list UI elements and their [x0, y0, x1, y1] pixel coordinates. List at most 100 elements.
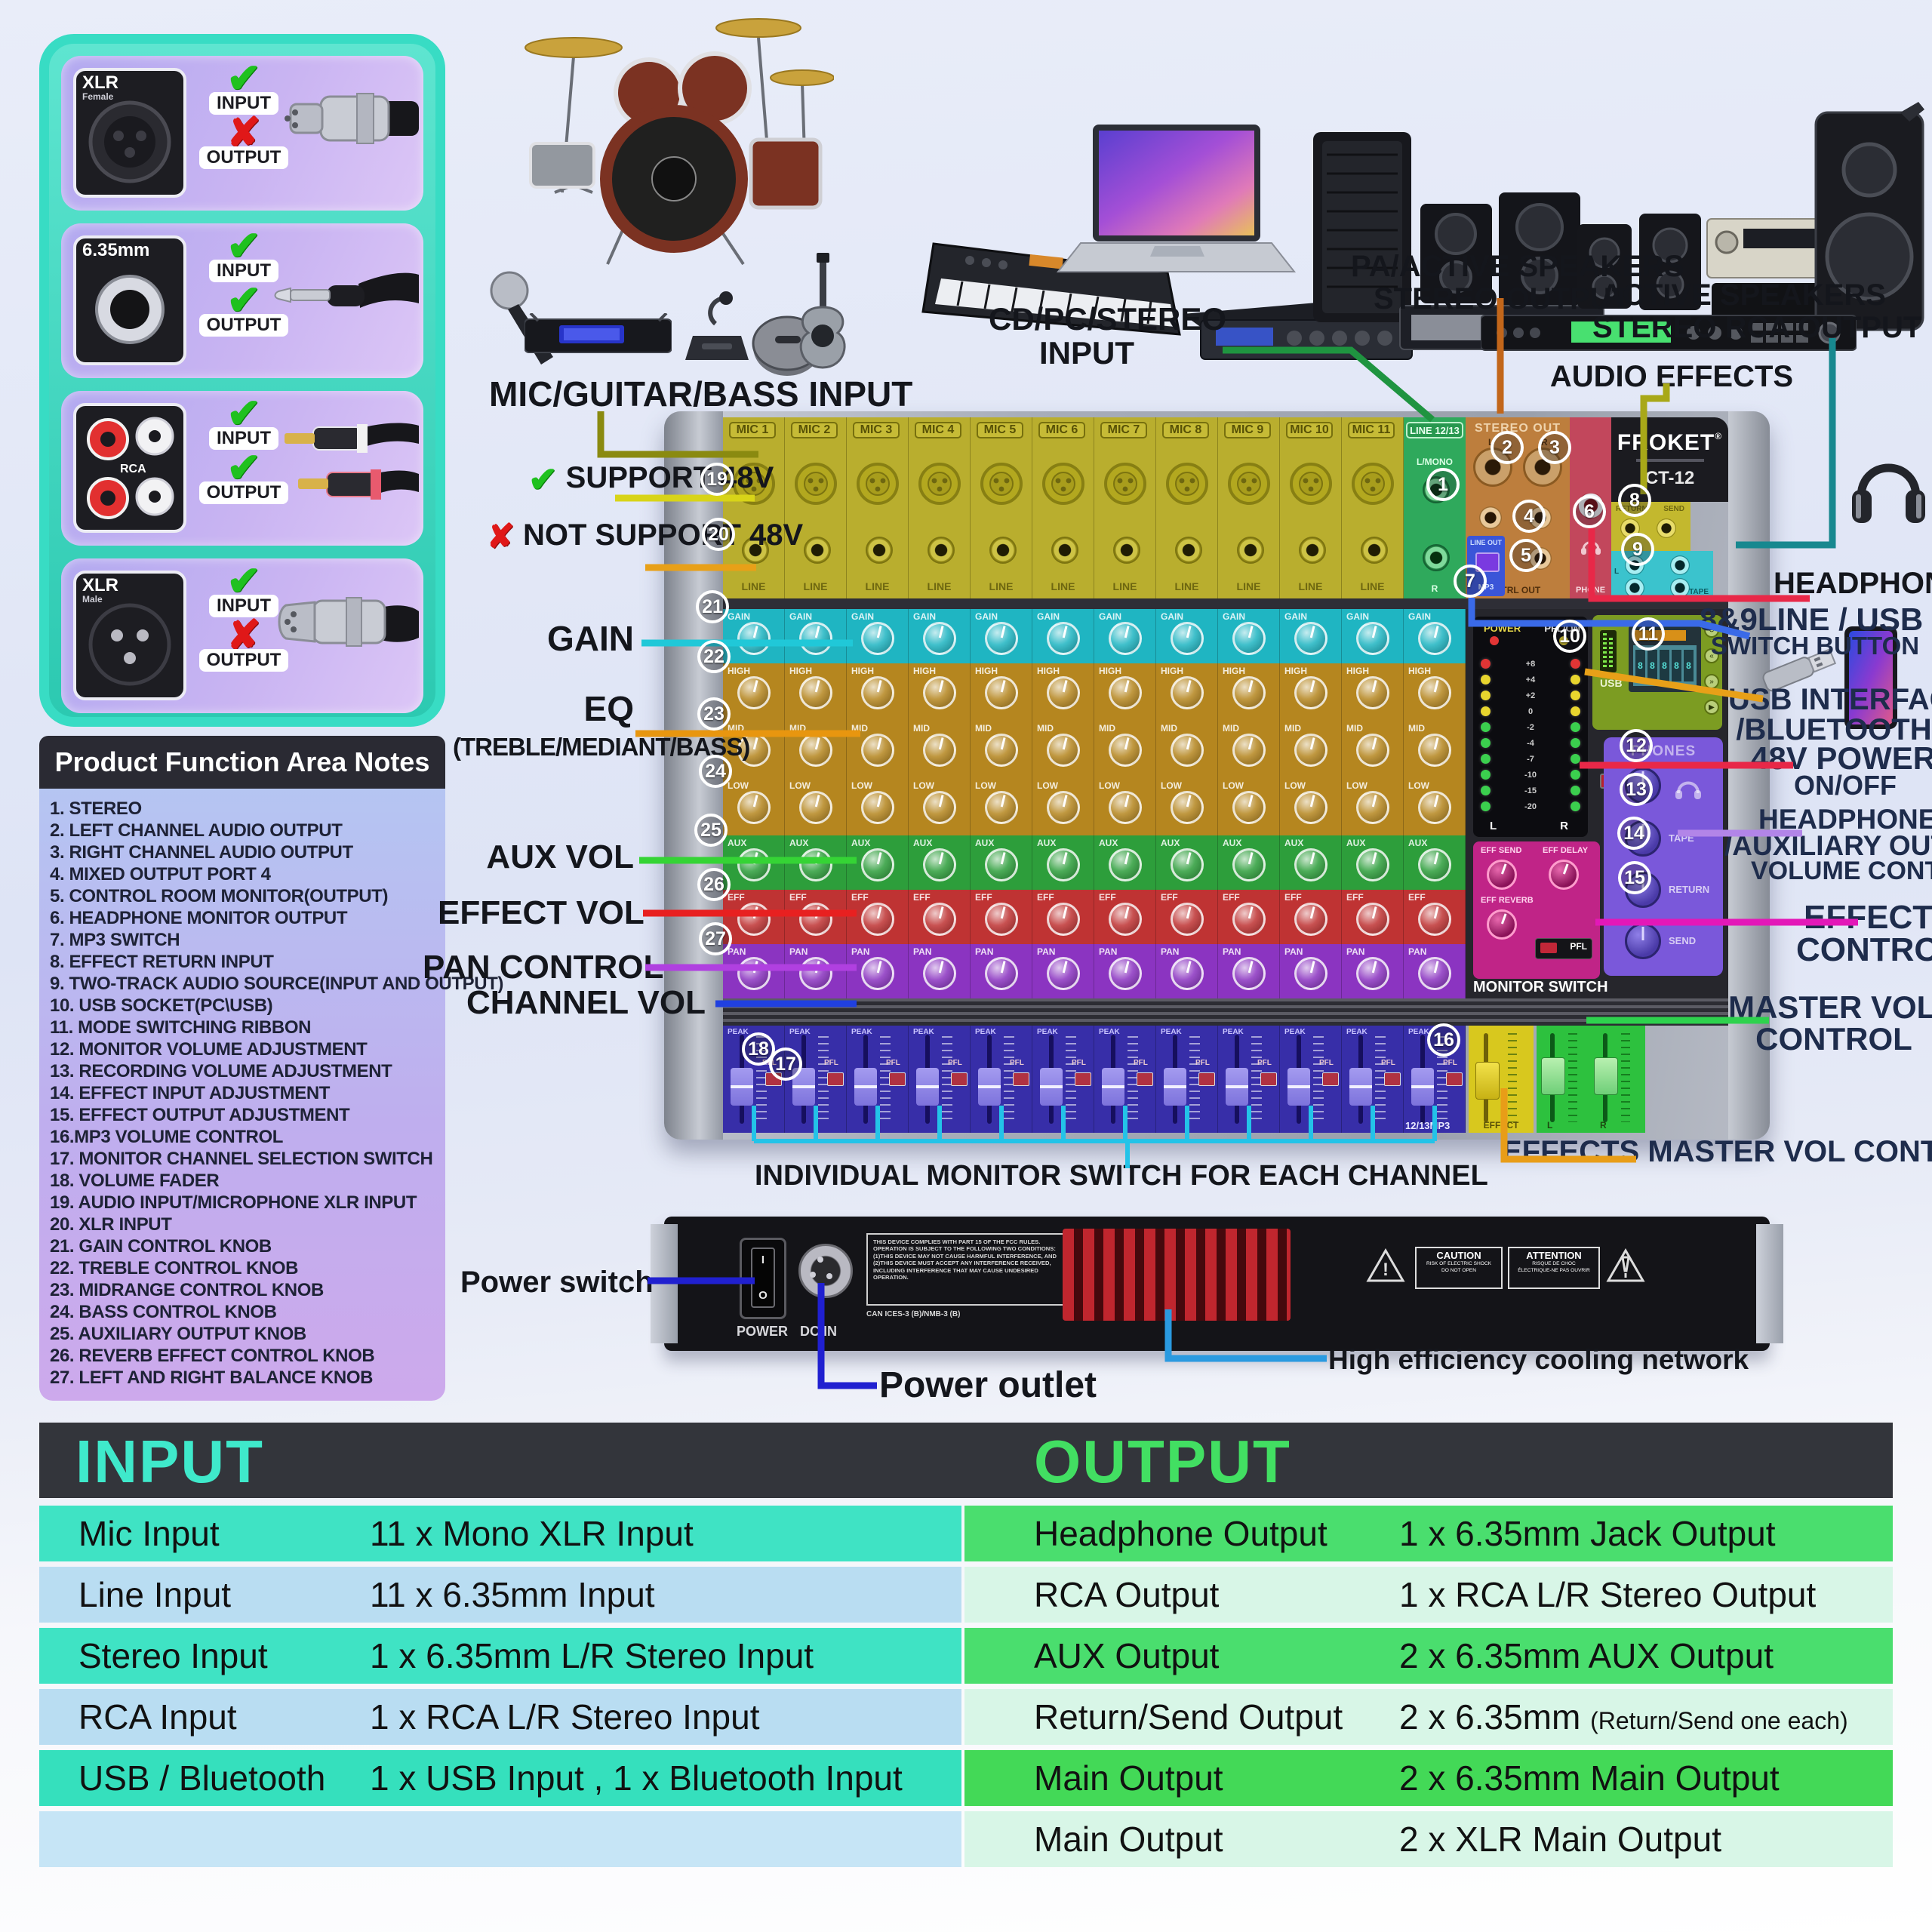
master-fader-l[interactable] [1541, 1057, 1565, 1095]
aux-knob[interactable] [861, 848, 894, 881]
eff-knob[interactable] [1232, 903, 1266, 936]
aux-knob[interactable] [1294, 848, 1327, 881]
eff-delay-knob[interactable] [1549, 860, 1579, 890]
gain-knob[interactable] [1109, 622, 1142, 655]
pfl-button[interactable] [1446, 1072, 1463, 1086]
channel-fader[interactable] [1040, 1068, 1063, 1106]
aux-knob[interactable] [1047, 848, 1080, 881]
aux-knob[interactable] [1232, 848, 1266, 881]
next-track-button[interactable]: » [1704, 674, 1719, 689]
gain-knob[interactable] [1047, 622, 1080, 655]
aux-knob[interactable] [1418, 848, 1451, 881]
eff-knob[interactable] [861, 903, 894, 936]
pan-knob[interactable] [1047, 957, 1080, 990]
mid-knob[interactable] [1232, 734, 1266, 767]
effect-fader[interactable] [1475, 1062, 1500, 1100]
gain-knob[interactable] [1232, 622, 1266, 655]
mid-knob[interactable] [1109, 734, 1142, 767]
mid-knob[interactable] [1047, 734, 1080, 767]
prev-track-button[interactable]: « [1704, 648, 1719, 663]
channel-fader[interactable] [1164, 1068, 1186, 1106]
channel-fader[interactable] [978, 1068, 1001, 1106]
channel-fader[interactable] [1349, 1068, 1372, 1106]
aux-knob[interactable] [985, 848, 1018, 881]
aux-knob[interactable] [923, 848, 956, 881]
high-knob[interactable] [861, 676, 894, 709]
channel-fader[interactable] [1411, 1068, 1434, 1106]
pfl-button[interactable] [1322, 1072, 1339, 1086]
eff-send-knob[interactable] [1487, 860, 1517, 890]
aux-knob[interactable] [1171, 848, 1204, 881]
low-knob[interactable] [1418, 791, 1451, 824]
mid-knob[interactable] [1418, 734, 1451, 767]
eff-knob[interactable] [1418, 903, 1451, 936]
low-knob[interactable] [985, 791, 1018, 824]
high-knob[interactable] [1109, 676, 1142, 709]
pan-knob[interactable] [799, 957, 832, 990]
pfl-button[interactable] [827, 1072, 844, 1086]
pfl-button[interactable] [1384, 1072, 1401, 1086]
eff-knob[interactable] [1109, 903, 1142, 936]
play-pause-button[interactable]: ▶ [1704, 700, 1719, 715]
mid-knob[interactable] [861, 734, 894, 767]
pan-knob[interactable] [1356, 957, 1389, 990]
aux-knob[interactable] [1356, 848, 1389, 881]
channel-fader[interactable] [1226, 1068, 1248, 1106]
aux-knob[interactable] [799, 848, 832, 881]
aux-knob[interactable] [737, 848, 771, 881]
aux-knob[interactable] [1109, 848, 1142, 881]
gain-knob[interactable] [1294, 622, 1327, 655]
low-knob[interactable] [861, 791, 894, 824]
pfl-button[interactable] [1198, 1072, 1215, 1086]
pan-knob[interactable] [737, 957, 771, 990]
high-knob[interactable] [799, 676, 832, 709]
low-knob[interactable] [1356, 791, 1389, 824]
eff-knob[interactable] [923, 903, 956, 936]
gain-knob[interactable] [985, 622, 1018, 655]
high-knob[interactable] [1418, 676, 1451, 709]
low-knob[interactable] [1047, 791, 1080, 824]
gain-knob[interactable] [1418, 622, 1451, 655]
low-knob[interactable] [1232, 791, 1266, 824]
mid-knob[interactable] [799, 734, 832, 767]
high-knob[interactable] [1232, 676, 1266, 709]
pfl-button[interactable] [1137, 1072, 1153, 1086]
gain-knob[interactable] [1171, 622, 1204, 655]
pfl-master-switch[interactable]: PFL [1535, 938, 1592, 959]
pan-knob[interactable] [923, 957, 956, 990]
eff-reverb-knob[interactable] [1487, 909, 1517, 940]
low-knob[interactable] [1294, 791, 1327, 824]
eff-knob[interactable] [799, 903, 832, 936]
eff-knob[interactable] [737, 903, 771, 936]
low-knob[interactable] [799, 791, 832, 824]
pan-knob[interactable] [1232, 957, 1266, 990]
pan-knob[interactable] [1171, 957, 1204, 990]
pfl-button[interactable] [1075, 1072, 1091, 1086]
channel-fader[interactable] [854, 1068, 877, 1106]
mid-knob[interactable] [1356, 734, 1389, 767]
pfl-button[interactable] [889, 1072, 906, 1086]
low-knob[interactable] [1109, 791, 1142, 824]
pan-knob[interactable] [985, 957, 1018, 990]
mid-knob[interactable] [1171, 734, 1204, 767]
channel-fader[interactable] [1287, 1068, 1310, 1106]
low-knob[interactable] [923, 791, 956, 824]
pfl-button[interactable] [951, 1072, 968, 1086]
high-knob[interactable] [923, 676, 956, 709]
high-knob[interactable] [1171, 676, 1204, 709]
channel-fader[interactable] [731, 1068, 753, 1106]
mid-knob[interactable] [1294, 734, 1327, 767]
high-knob[interactable] [985, 676, 1018, 709]
gain-knob[interactable] [799, 622, 832, 655]
pfl-button[interactable] [1260, 1072, 1277, 1086]
high-knob[interactable] [1356, 676, 1389, 709]
eff-knob[interactable] [1356, 903, 1389, 936]
mid-knob[interactable] [985, 734, 1018, 767]
pan-knob[interactable] [861, 957, 894, 990]
mid-knob[interactable] [923, 734, 956, 767]
master-fader-r[interactable] [1594, 1057, 1618, 1095]
pan-knob[interactable] [1294, 957, 1327, 990]
high-knob[interactable] [737, 676, 771, 709]
gain-knob[interactable] [737, 622, 771, 655]
